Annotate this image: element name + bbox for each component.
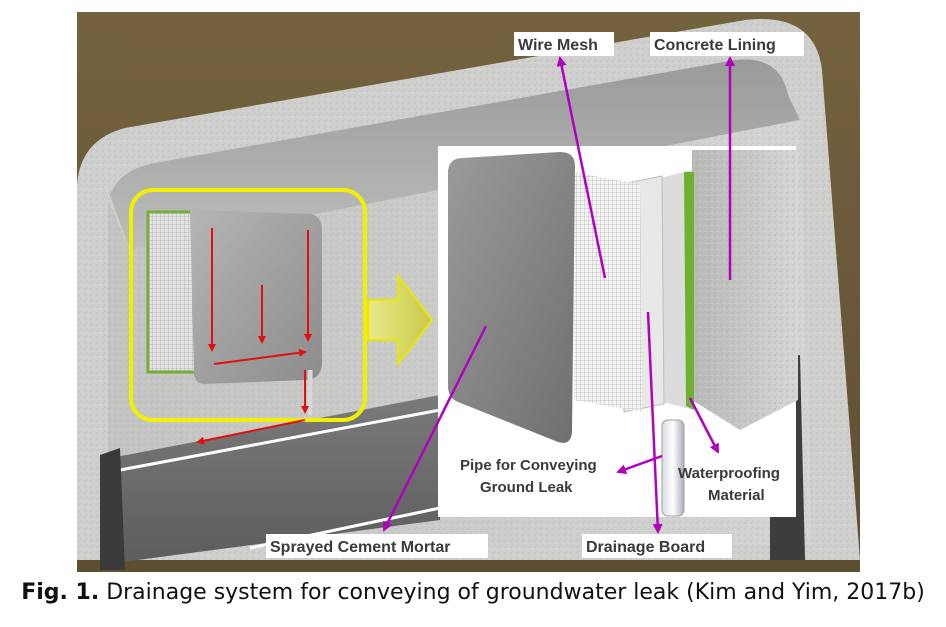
figure-caption: Fig. 1. Drainage system for conveying of… xyxy=(0,580,946,605)
sprayed-cement-mortar-layer xyxy=(448,152,575,443)
zoom-arrow xyxy=(367,273,434,367)
svg-text:Wire Mesh: Wire Mesh xyxy=(518,37,598,54)
waterproofing-material-layer xyxy=(660,170,694,410)
label-sprayed-cement-mortar: Sprayed Cement Mortar xyxy=(266,534,488,558)
label-pipe-for-conveying-ground-leak: Pipe for Conveying Ground Leak xyxy=(460,457,597,496)
detail-highlight-box xyxy=(129,188,367,422)
svg-text:Material: Material xyxy=(708,487,765,504)
road-lane-line xyxy=(119,408,441,472)
installed-drainage-panel xyxy=(146,210,322,415)
road-surface xyxy=(100,395,440,565)
label-wire-mesh: Wire Mesh xyxy=(514,32,614,56)
callout-lines xyxy=(382,56,735,534)
wire-mesh-layer xyxy=(572,172,642,412)
ground-leak-pipe xyxy=(661,419,685,517)
concrete-lining-layer xyxy=(692,150,798,430)
figure-caption-text: Drainage system for conveying of groundw… xyxy=(99,580,925,605)
label-concrete-lining: Concrete Lining xyxy=(650,32,804,56)
label-waterproofing-material: Waterproofing Material xyxy=(678,465,780,504)
svg-text:Waterproofing: Waterproofing xyxy=(678,465,780,482)
svg-text:Concrete Lining: Concrete Lining xyxy=(654,37,776,54)
flow-arrows xyxy=(196,228,312,445)
svg-text:Pipe for Conveying: Pipe for Conveying xyxy=(460,457,597,474)
svg-text:Drainage Board: Drainage Board xyxy=(586,539,705,556)
label-drainage-board: Drainage Board xyxy=(582,534,732,558)
side-drain-channel xyxy=(100,448,125,570)
svg-text:Ground Leak: Ground Leak xyxy=(480,479,573,496)
svg-text:Sprayed Cement Mortar: Sprayed Cement Mortar xyxy=(270,539,451,556)
figure-number: Fig. 1. xyxy=(21,580,100,605)
